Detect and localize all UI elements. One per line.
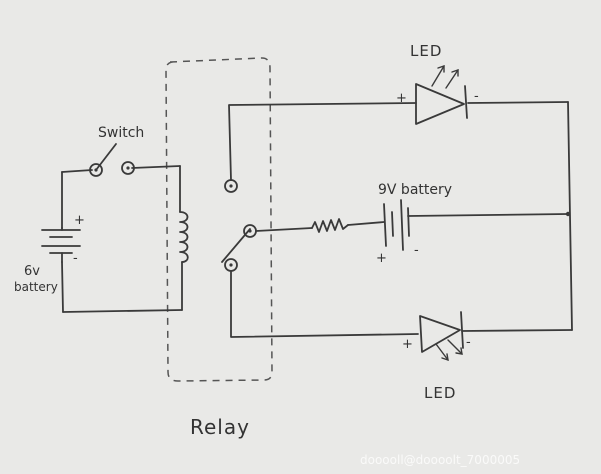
- led-bottom-minus: -: [466, 335, 471, 350]
- battery-6v-minus: -: [73, 251, 78, 266]
- battery-9v-symbol: [383, 199, 410, 251]
- coil-circuit: [61, 165, 183, 313]
- resistor-symbol: [311, 218, 349, 233]
- battery-6v-label-line2: battery: [14, 280, 58, 294]
- relay-enclosure: [165, 57, 273, 382]
- led-top-symbol: [415, 65, 468, 125]
- switch-label: Switch: [98, 125, 144, 141]
- relay-label: Relay: [190, 415, 250, 439]
- battery-9v-label: 9V battery: [378, 182, 452, 198]
- led-bottom-symbol: [419, 311, 464, 362]
- battery-6v-label-line1: 6v: [24, 264, 40, 279]
- led-top-label: LED: [410, 42, 442, 60]
- relay-coil-symbol: [179, 211, 189, 263]
- battery-6v-symbol: [41, 227, 81, 263]
- led-top-minus: -: [474, 89, 479, 104]
- relay-contacts: [221, 179, 257, 272]
- led-bottom-plus: +: [402, 337, 413, 352]
- output-circuit: [228, 101, 573, 338]
- led-top-plus: +: [396, 91, 407, 106]
- battery-9v-plus: +: [376, 251, 387, 266]
- switch-symbol: [89, 143, 135, 177]
- watermark: dooooll@doooolt_7000005: [360, 453, 520, 467]
- led-bottom-label: LED: [424, 384, 456, 402]
- battery-9v-minus: -: [414, 243, 419, 258]
- battery-6v-plus: +: [74, 213, 85, 228]
